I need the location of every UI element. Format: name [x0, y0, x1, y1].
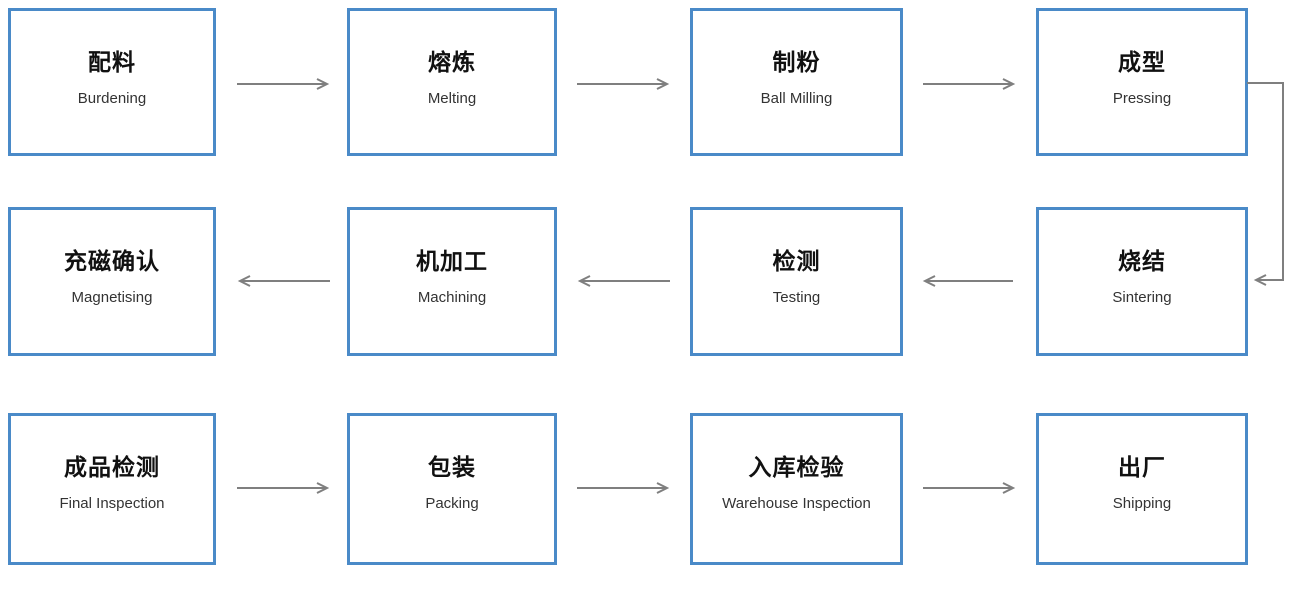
step-title-en: Magnetising	[71, 289, 153, 306]
step-title-en: Ball Milling	[760, 90, 833, 107]
step-title-en: Testing	[772, 289, 821, 306]
process-step-burdening: 配料 Burdening	[8, 8, 216, 156]
step-title-zh: 烧结	[1118, 248, 1166, 274]
step-title-en: Machining	[417, 289, 487, 306]
process-step-warehouse-inspection: 入库检验 Warehouse Inspection	[690, 413, 903, 565]
step-title-en: Sintering	[1112, 289, 1172, 306]
elbow-connector-arrow-icon	[1247, 82, 1284, 286]
step-title-zh: 配料	[88, 49, 136, 75]
process-step-ball-milling: 制粉 Ball Milling	[690, 8, 903, 156]
process-step-machining: 机加工 Machining	[347, 207, 557, 356]
step-title-en: Warehouse Inspection	[722, 495, 871, 512]
step-title-en: Pressing	[1112, 90, 1172, 107]
process-step-magnetising: 充磁确认 Magnetising	[8, 207, 216, 356]
process-step-sintering: 烧结 Sintering	[1036, 207, 1248, 356]
step-title-en: Shipping	[1112, 495, 1172, 512]
process-step-final-inspection: 成品检测 Final Inspection	[8, 413, 216, 565]
step-title-en: Packing	[425, 495, 479, 512]
process-step-shipping: 出厂 Shipping	[1036, 413, 1248, 565]
step-title-zh: 充磁确认	[64, 248, 160, 274]
process-step-melting: 熔炼 Melting	[347, 8, 557, 156]
process-step-packing: 包装 Packing	[347, 413, 557, 565]
step-title-zh: 成品检测	[64, 454, 160, 480]
step-title-zh: 检测	[772, 248, 821, 274]
step-title-en: Burdening	[77, 90, 147, 107]
step-title-en: Final Inspection	[59, 495, 165, 512]
step-title-zh: 入库检验	[748, 454, 845, 480]
step-title-zh: 熔炼	[428, 49, 476, 75]
step-title-zh: 出厂	[1118, 454, 1166, 480]
step-title-zh: 制粉	[772, 49, 821, 75]
process-step-testing: 检测 Testing	[690, 207, 903, 356]
step-title-zh: 机加工	[416, 248, 488, 274]
step-title-en: Melting	[427, 90, 477, 107]
step-title-zh: 成型	[1118, 49, 1166, 75]
process-step-pressing: 成型 Pressing	[1036, 8, 1248, 156]
step-title-zh: 包装	[428, 454, 476, 480]
